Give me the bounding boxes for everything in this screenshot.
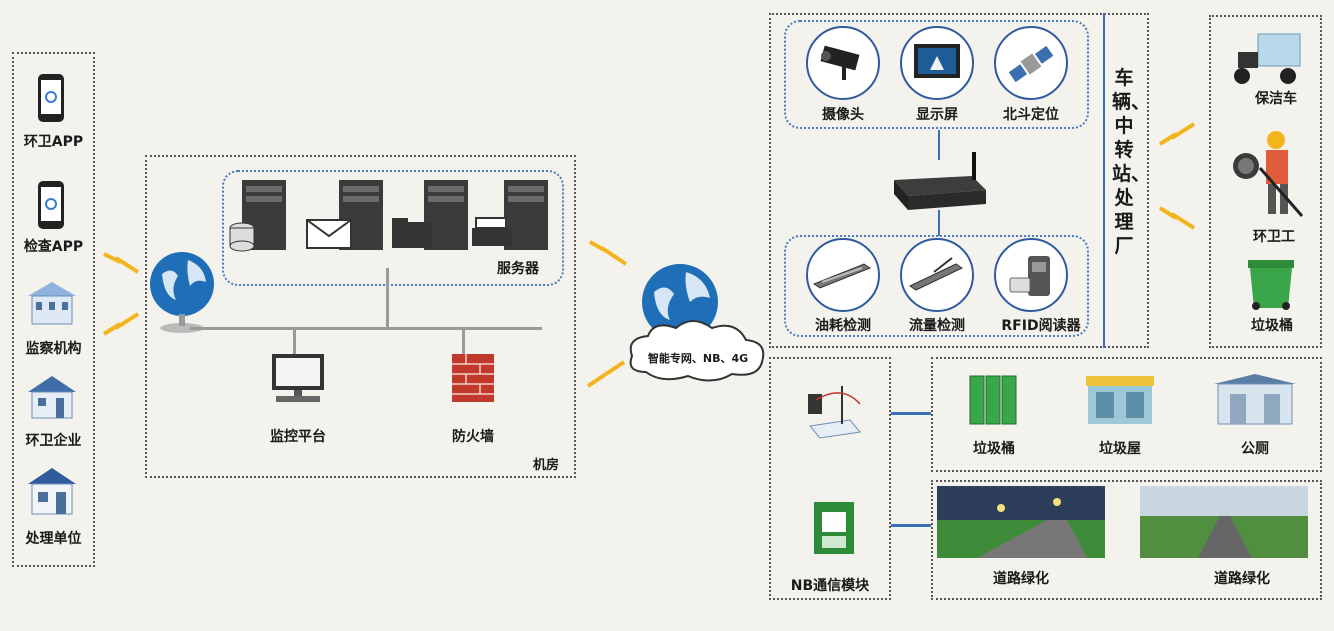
fuel-sensor-icon <box>812 263 872 289</box>
house-icon <box>28 468 76 515</box>
fuel-circle <box>806 238 880 312</box>
cleaning-vehicle-icon <box>1234 33 1301 84</box>
nb-module-panel <box>769 357 891 600</box>
bus-to-firewall <box>462 330 465 354</box>
user-label-hw-app: 环卫APP <box>23 134 84 150</box>
flow-label: 流量检测 <box>909 318 965 334</box>
wireless-bolt-icon <box>103 252 140 274</box>
satellite-icon <box>1008 45 1054 83</box>
wireless-bolt-icon <box>1158 206 1196 230</box>
machine-room-panel <box>145 155 576 478</box>
vehicle-divider <box>1103 13 1105 348</box>
wireless-bolt-icon <box>102 312 140 336</box>
monitor-icon <box>272 354 324 402</box>
firewall-icon <box>452 354 494 402</box>
print-server-icon <box>472 180 548 250</box>
rfid-circle <box>994 238 1068 312</box>
wireless-bolt-icon <box>586 360 626 388</box>
display-icon <box>914 44 960 78</box>
servers-label: 服务器 <box>497 261 539 277</box>
camera-icon <box>820 45 860 80</box>
sanitation-worker-label: 环卫工 <box>1253 229 1295 245</box>
network-bus <box>190 327 542 330</box>
nb-chip-icon <box>814 502 854 554</box>
gateway-device-icon <box>894 152 986 210</box>
network-label: 智能专网、NB、4G <box>647 352 749 365</box>
trash-station-label: 垃圾桶 <box>973 441 1015 457</box>
beidou-label: 北斗定位 <box>1003 107 1059 123</box>
cloud-globe-icon <box>629 264 765 382</box>
nb-link-facilities <box>891 412 931 415</box>
file-server-icon <box>392 180 468 250</box>
field-panel <box>1209 15 1322 348</box>
globe-icon <box>150 252 214 333</box>
flow-sensor-icon <box>908 257 964 291</box>
vehicle-side-label: 车辆、中转站、处理厂 <box>1112 67 1151 257</box>
trash-house-label: 垃圾屋 <box>1099 441 1141 457</box>
rfid-reader-icon <box>1009 256 1050 296</box>
camera-label: 摄像头 <box>822 107 864 123</box>
bus-to-monitor <box>293 330 296 354</box>
road-greening-photo <box>937 486 1105 558</box>
gateway-link-bottom <box>938 210 940 236</box>
wireless-bolt-icon <box>589 240 628 266</box>
cleaning-vehicle-label: 保洁车 <box>1255 91 1297 107</box>
monitor-label: 监控平台 <box>270 429 326 445</box>
gateway-link-top <box>938 130 940 160</box>
trash-bin-icon <box>1248 260 1294 310</box>
display-label: 显示屏 <box>916 107 958 123</box>
road-greening-label-2: 道路绿化 <box>1214 571 1270 587</box>
vehicle-top-group <box>784 20 1089 129</box>
firewall-label: 防火墙 <box>452 429 494 445</box>
nb-module-label: NB通信模块 <box>790 578 870 594</box>
road-greening-photo <box>1140 486 1308 558</box>
trash-station-icon <box>969 375 1017 425</box>
facilities-panel <box>931 357 1322 472</box>
camera-circle <box>806 26 880 100</box>
mail-server-icon <box>306 180 383 250</box>
phone-icon <box>38 181 64 229</box>
nb-device-icon <box>808 386 861 439</box>
vehicle-bottom-group <box>784 235 1089 337</box>
public-toilet-icon <box>1214 374 1296 425</box>
building-icon <box>28 282 76 325</box>
greening-panel <box>931 480 1322 600</box>
wireless-bolt-icon <box>1158 122 1196 146</box>
fuel-label: 油耗检测 <box>815 318 871 334</box>
trash-house-icon <box>1086 376 1154 424</box>
user-label-supervision: 监察机构 <box>25 341 82 357</box>
nb-link-greening <box>891 524 931 527</box>
user-label-enterprise: 环卫企业 <box>25 433 82 449</box>
vehicle-panel <box>769 13 1149 348</box>
road-greening-label-1: 道路绿化 <box>993 571 1049 587</box>
rfid-label: RFID阅读器 <box>1001 318 1081 334</box>
phone-icon <box>38 74 64 122</box>
server-group <box>222 170 564 286</box>
database-server-icon <box>229 180 286 252</box>
machine-room-label: 机房 <box>532 458 559 473</box>
bus-to-servers <box>386 268 389 328</box>
public-toilet-label: 公厕 <box>1241 441 1269 457</box>
user-label-processing: 处理单位 <box>25 531 82 547</box>
trash-bin-label: 垃圾桶 <box>1251 318 1293 334</box>
house-icon <box>28 376 76 419</box>
user-panel <box>12 52 95 567</box>
sanitation-worker-icon <box>1233 131 1304 217</box>
user-label-check-app: 检查APP <box>23 239 84 255</box>
